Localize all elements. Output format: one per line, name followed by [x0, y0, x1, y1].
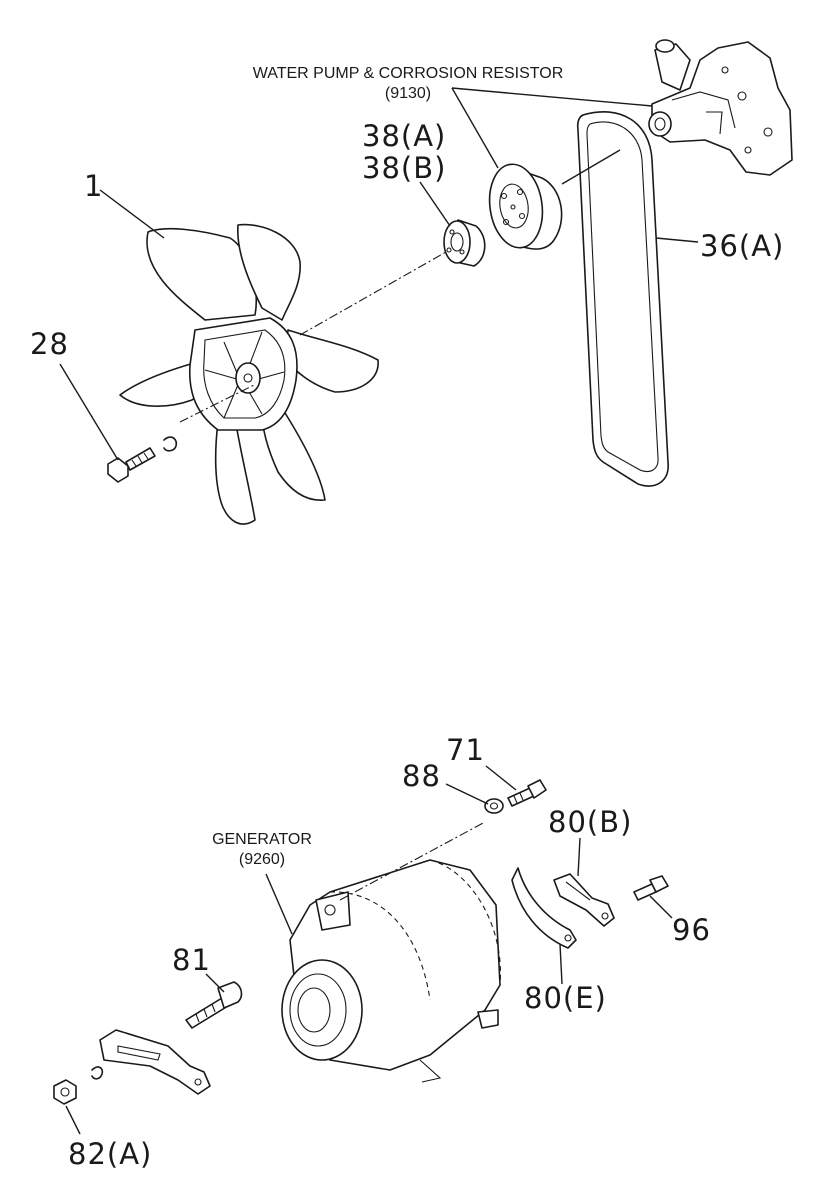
generator[interactable]: [281, 859, 502, 1083]
bolt-71[interactable]: [507, 779, 547, 807]
water-pump-assembly[interactable]: [648, 39, 793, 176]
label-38b[interactable]: 38(B): [362, 151, 446, 185]
nut-82a[interactable]: [53, 1079, 77, 1105]
v-belt[interactable]: [576, 111, 669, 487]
generator-title: GENERATOR: [212, 831, 312, 848]
label-38a[interactable]: 38(A): [362, 119, 446, 153]
bracket-80b[interactable]: [553, 873, 615, 927]
fan-bolt[interactable]: [107, 447, 156, 483]
water-pump-code: (9130): [385, 85, 431, 102]
water-pump-pulley[interactable]: [484, 161, 563, 251]
washer-88[interactable]: [484, 798, 504, 814]
label-81[interactable]: 81: [172, 943, 211, 977]
label-28[interactable]: 28: [30, 327, 69, 361]
adjusting-bolt[interactable]: [185, 981, 243, 1029]
spring-washer[interactable]: [91, 1066, 104, 1080]
fan-spacer[interactable]: [443, 219, 486, 267]
label-80b[interactable]: 80(B): [548, 805, 632, 839]
label-1[interactable]: 1: [84, 169, 103, 203]
label-71[interactable]: 71: [446, 733, 485, 767]
label-82a[interactable]: 82(A): [68, 1137, 152, 1171]
fan-bolt-washer[interactable]: [163, 436, 178, 452]
cooling-fan[interactable]: [119, 223, 379, 525]
leader-lines: [59, 87, 699, 1135]
label-88[interactable]: 88: [402, 759, 441, 793]
water-pump-title: WATER PUMP & CORROSION RESISTOR: [253, 65, 564, 82]
bracket-80e[interactable]: [511, 867, 577, 949]
label-96[interactable]: 96: [672, 913, 711, 947]
label-80e[interactable]: 80(E): [524, 981, 607, 1015]
generator-code: (9260): [239, 851, 285, 868]
adjusting-bracket[interactable]: [99, 1029, 211, 1095]
bolt-96[interactable]: [633, 875, 669, 901]
label-36a[interactable]: 36(A): [700, 229, 784, 263]
